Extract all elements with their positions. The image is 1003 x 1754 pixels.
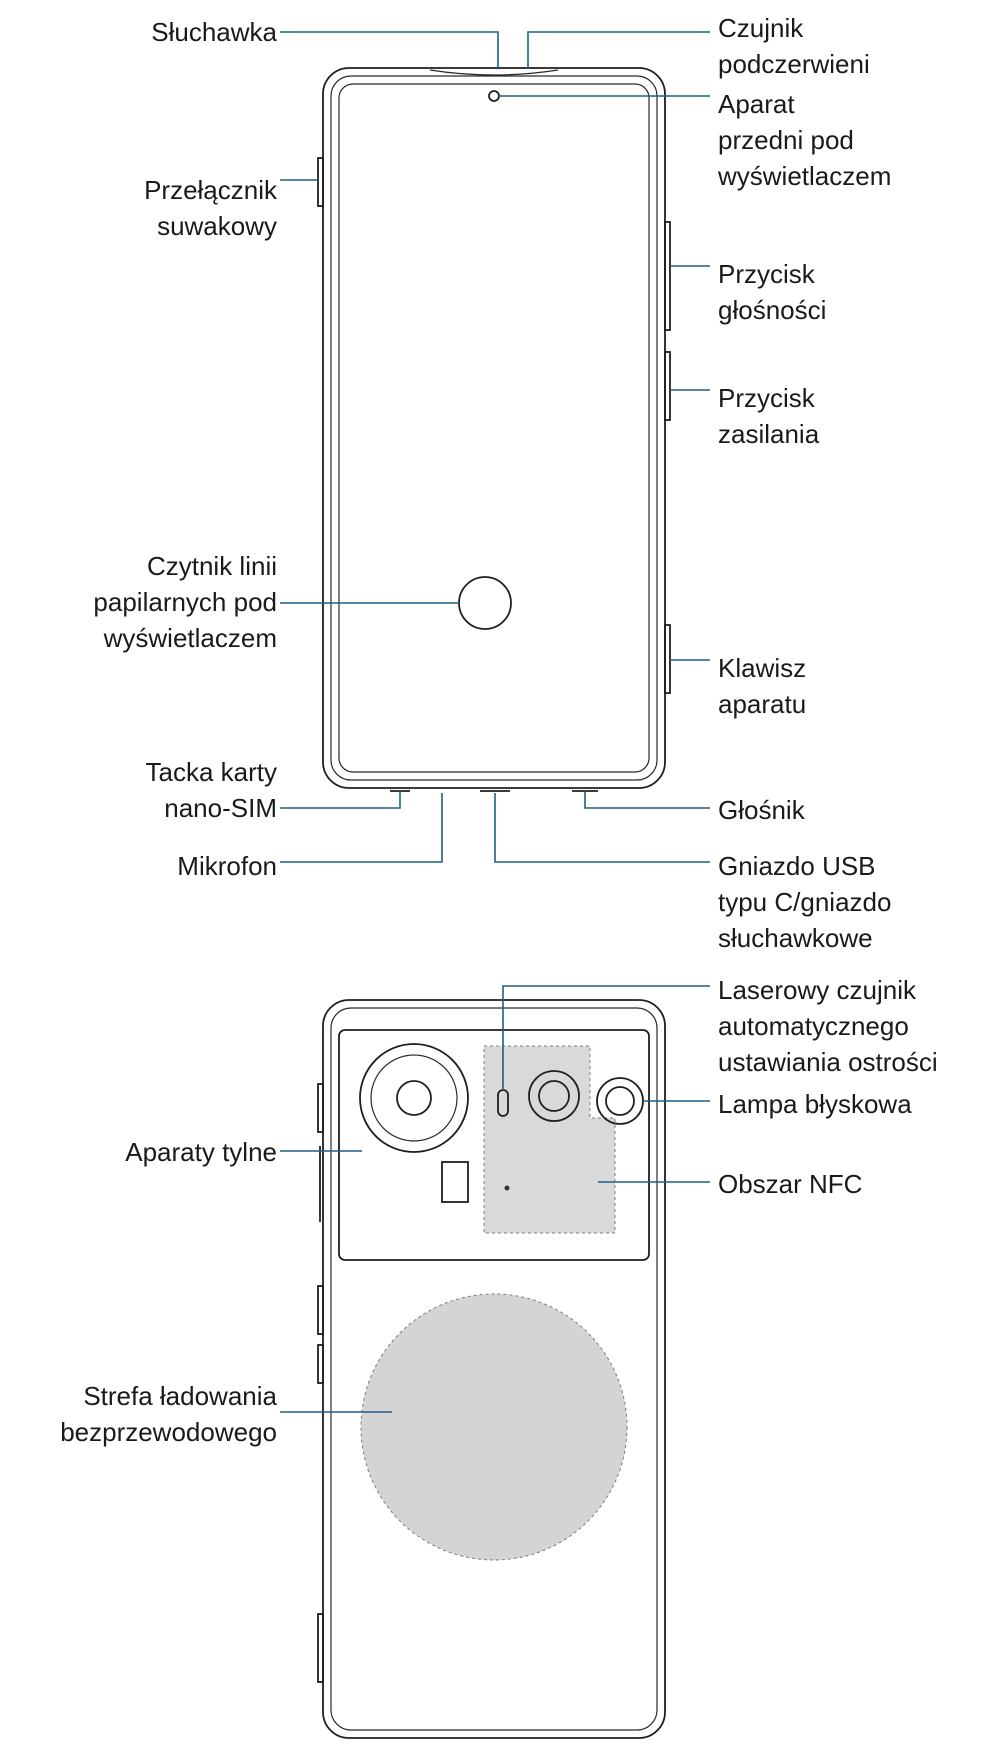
label-slider-switch: Przełącznik suwakowy: [144, 175, 277, 241]
leader-ir-sensor: [527, 31, 710, 68]
leader-sim: [280, 791, 401, 809]
main-camera-lens: [396, 1080, 432, 1116]
back-phone: [317, 999, 666, 1739]
leader-speaker: [584, 791, 710, 809]
label-microphone: Mikrofon: [177, 851, 277, 881]
camera-module: [338, 1029, 650, 1261]
back-side-key-1: [317, 1285, 324, 1335]
leader-laser-af: [502, 985, 710, 1090]
back-leaders: [280, 985, 710, 1413]
front-screen: [338, 83, 650, 773]
volume-rocker: [664, 221, 671, 331]
label-rear-cameras: Aparaty tylne: [125, 1137, 277, 1167]
leader-microphone: [280, 793, 443, 863]
label-wireless-charging: Strefa ładowania bezprzewodowego: [60, 1381, 277, 1447]
secondary-camera-lens: [538, 1080, 570, 1112]
front-body-outline: [322, 67, 666, 789]
camera-module-square: [441, 1161, 469, 1203]
front-body-inner: [330, 75, 658, 781]
back-slider-switch: [317, 1083, 324, 1133]
main-camera-ring: [370, 1054, 458, 1142]
nfc-region: [483, 1045, 616, 1234]
flash-inner: [605, 1086, 635, 1116]
label-nfc-area: Obszar NFC: [718, 1169, 863, 1199]
slider-switch: [317, 157, 324, 207]
label-speaker: Głośnik: [718, 795, 805, 825]
back-body-inner: [330, 1007, 658, 1731]
label-fingerprint: Czytnik linii papilarnych pod wyświetlac…: [93, 551, 277, 653]
front-leaders: [280, 31, 710, 863]
camera-module-dot: [504, 1185, 510, 1191]
label-sim-tray: Tacka karty nano-SIM: [145, 757, 278, 823]
leader-earpiece: [280, 31, 499, 68]
camera-key: [664, 624, 671, 694]
wireless-charging-area: [360, 1293, 628, 1561]
label-ir-sensor: Czujnik podczerwieni: [718, 13, 870, 79]
label-camera-key: Klawisz aparatu: [718, 653, 807, 719]
leader-usb: [494, 793, 710, 863]
label-usb-jack: Gniazdo USB typu C/gniazdo słuchawkowe: [718, 851, 892, 953]
label-volume-button: Przycisk głośności: [718, 259, 827, 325]
label-laser-af: Laserowy czujnik automatycznego ustawian…: [718, 975, 938, 1077]
label-flash: Lampa błyskowa: [718, 1089, 912, 1119]
main-camera-outer: [359, 1043, 469, 1153]
back-side-key-3: [317, 1613, 324, 1683]
back-side-key-2: [317, 1344, 324, 1384]
front-camera-hole: [488, 90, 500, 102]
label-power-button: Przycisk zasilania: [718, 383, 820, 449]
fingerprint-circle: [458, 576, 512, 630]
label-earpiece: Słuchawka: [151, 17, 277, 47]
label-front-camera: Aparat przedni pod wyświetlaczem: [718, 89, 892, 191]
earpiece-slit: [429, 69, 559, 76]
flash-outer: [596, 1077, 644, 1125]
secondary-camera-outer: [528, 1070, 580, 1122]
front-phone: [317, 67, 671, 792]
power-key: [664, 351, 671, 421]
